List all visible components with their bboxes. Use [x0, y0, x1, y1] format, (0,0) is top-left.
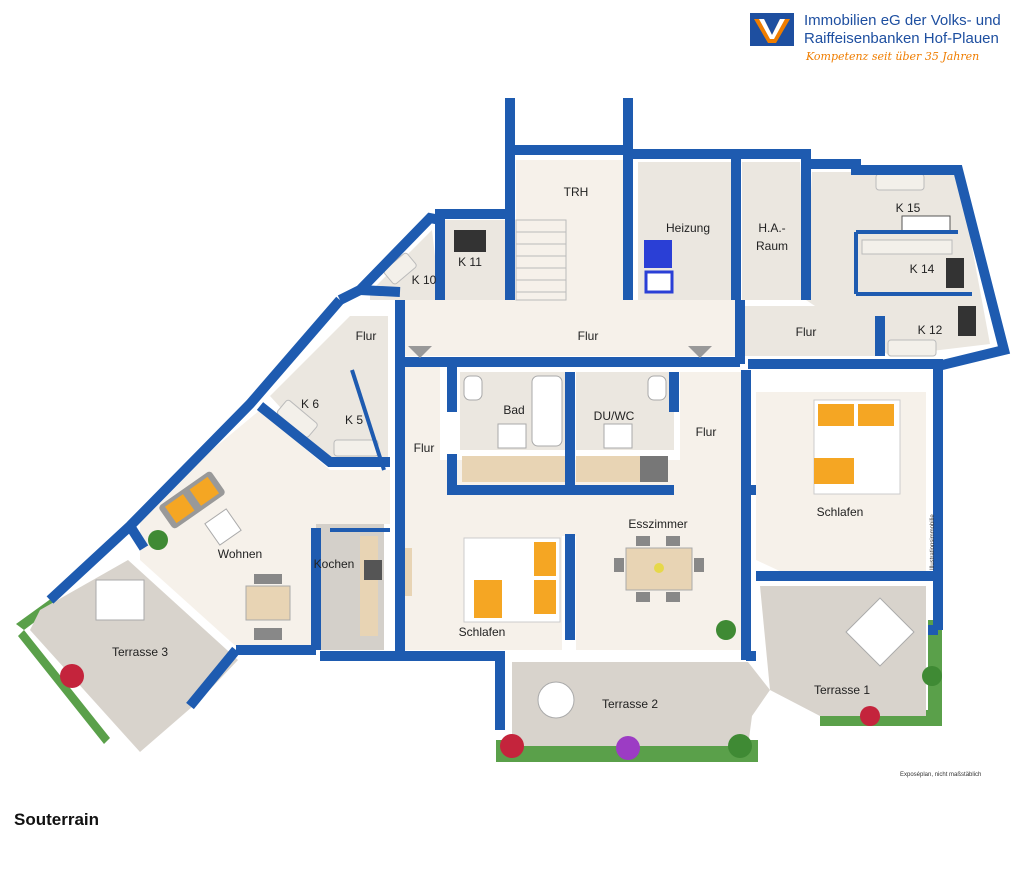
label-kochen: Kochen: [314, 557, 355, 571]
label-flur-top-right: Flur: [796, 325, 817, 339]
furniture: [60, 173, 976, 760]
label-k5: K 5: [345, 413, 363, 427]
label-k15: K 15: [896, 201, 921, 215]
company-name-line2: Raiffeisenbanken Hof-Plauen: [804, 30, 999, 47]
bed-mid: [463, 537, 561, 623]
terrace-3-area: [30, 560, 238, 752]
label-terrasse-3: Terrasse 3: [112, 645, 168, 659]
company-tagline: Kompetenz seit über 35 Jahren: [806, 50, 980, 63]
label-ha-raum-1: H.A.-: [758, 221, 785, 235]
label-schlafen-mid: Schlafen: [459, 625, 506, 639]
label-wohnen: Wohnen: [218, 547, 262, 561]
label-trh: TRH: [564, 185, 589, 199]
label-flur-top: Flur: [578, 329, 599, 343]
label-du-wc: DU/WC: [594, 409, 635, 423]
label-terrasse-1: Terrasse 1: [814, 683, 870, 697]
label-k11: K 11: [458, 255, 482, 269]
terrace-2-area: [512, 662, 770, 746]
label-schlafen-right: Schlafen: [817, 505, 864, 519]
vertical-note: Illustrationsimmobilie: [930, 514, 936, 570]
label-flur-mid-right: Flur: [696, 425, 717, 439]
label-k6: K 6: [301, 397, 319, 411]
company-name-line1: Immobilien eG der Volks- und: [804, 12, 1001, 29]
staircase: [515, 219, 567, 301]
scale-note: Exposéplan, nicht maßstäblich: [900, 772, 982, 778]
wall-lines-thin: [330, 230, 972, 532]
vr-logo-icon: [750, 13, 794, 46]
label-flur-top-left: Flur: [356, 329, 377, 343]
label-k14: K 14: [910, 262, 935, 276]
label-bad: Bad: [503, 403, 524, 417]
stair-arrow-right: [688, 346, 712, 358]
label-esszimmer: Esszimmer: [628, 517, 687, 531]
label-terrasse-2: Terrasse 2: [602, 697, 658, 711]
walls: [46, 98, 1011, 730]
sofa: [159, 471, 225, 529]
stair-arrow-left: [408, 346, 432, 358]
label-heizung: Heizung: [666, 221, 710, 235]
heating-unit: [644, 240, 672, 268]
label-flur-mid-left: Flur: [414, 441, 435, 455]
dining-table: [614, 536, 704, 602]
label-k10: K 10: [412, 273, 437, 287]
floor-title: Souterrain: [14, 810, 100, 829]
label-ha-raum-2: Raum: [756, 239, 788, 253]
label-k12: K 12: [918, 323, 943, 337]
bed-right: [813, 399, 901, 495]
company-logo: [750, 13, 794, 46]
room-labels: TRH Heizung H.A.- Raum K 15 K 14 K 12 K …: [112, 185, 943, 711]
